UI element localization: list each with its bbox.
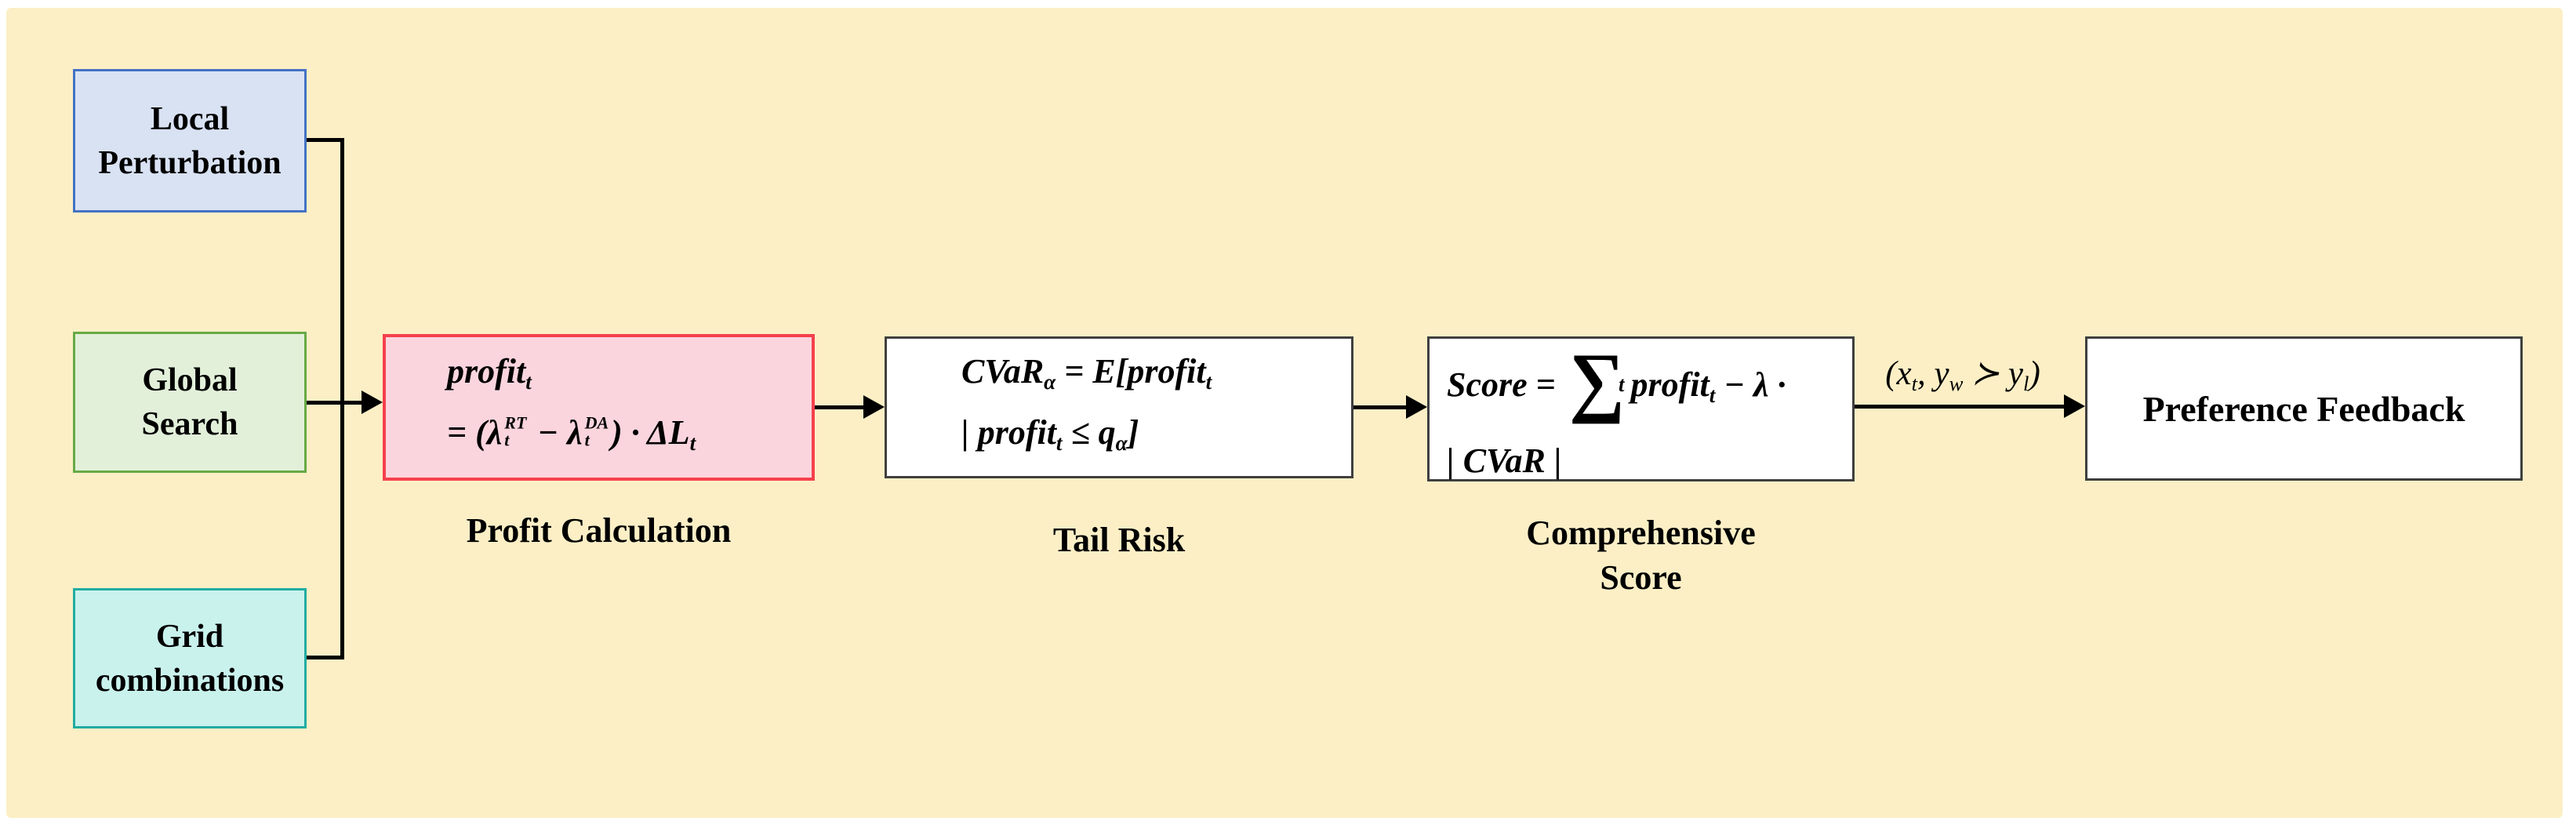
- tail-formula-line2: | profitt ≤ qα]: [961, 412, 1139, 455]
- profit-caption: Profit Calculation: [466, 511, 732, 550]
- connector-local-out: [307, 138, 341, 142]
- connector-global-out: [307, 401, 362, 405]
- tail-formula-line1: CVaRα = E[profitt: [961, 352, 1212, 394]
- arrow-head-into-score: [1406, 395, 1427, 419]
- local-perturbation-box: Local Perturbation: [73, 69, 307, 213]
- grid-combinations-label-line1: Grid: [155, 618, 224, 655]
- profit-formula-line1: profitt: [447, 352, 532, 394]
- global-search-label-line2: Search: [141, 406, 238, 442]
- grid-combinations-box: Grid combinations: [73, 588, 307, 728]
- score-caption-line1: Comprehensive: [1526, 514, 1756, 552]
- local-perturbation-label-line1: Local: [150, 100, 230, 137]
- preference-feedback-box: Preference Feedback: [2085, 336, 2523, 481]
- global-search-box: Global Search: [73, 332, 307, 473]
- connector-tail-to-score: [1353, 405, 1408, 409]
- score-caption: Comprehensive Score: [1427, 510, 1855, 600]
- arrow-head-into-feedback: [2064, 394, 2085, 418]
- preference-pair-label: (xt, yw ≻ yl): [1885, 355, 2040, 395]
- arrow-head-into-tail: [863, 395, 885, 419]
- score-caption-line2: Score: [1600, 558, 1682, 597]
- connector-score-to-feedback: [1855, 405, 2066, 409]
- connector-trunk-vertical: [340, 138, 344, 659]
- connector-grid-out: [307, 656, 344, 659]
- tail-risk-box: CVaRα = E[profitt | profitt ≤ qα]: [885, 336, 1353, 478]
- preference-feedback-label: Preference Feedback: [2142, 388, 2465, 429]
- grid-combinations-label-line2: combinations: [95, 662, 285, 699]
- connector-profit-to-tail: [815, 405, 866, 409]
- global-search-label-line1: Global: [142, 362, 238, 398]
- tail-risk-caption: Tail Risk: [1052, 521, 1186, 559]
- local-perturbation-label-line2: Perturbation: [98, 144, 282, 181]
- score-formula-line2: | CVaR |: [1447, 441, 1562, 480]
- arrow-head-into-profit: [362, 391, 383, 414]
